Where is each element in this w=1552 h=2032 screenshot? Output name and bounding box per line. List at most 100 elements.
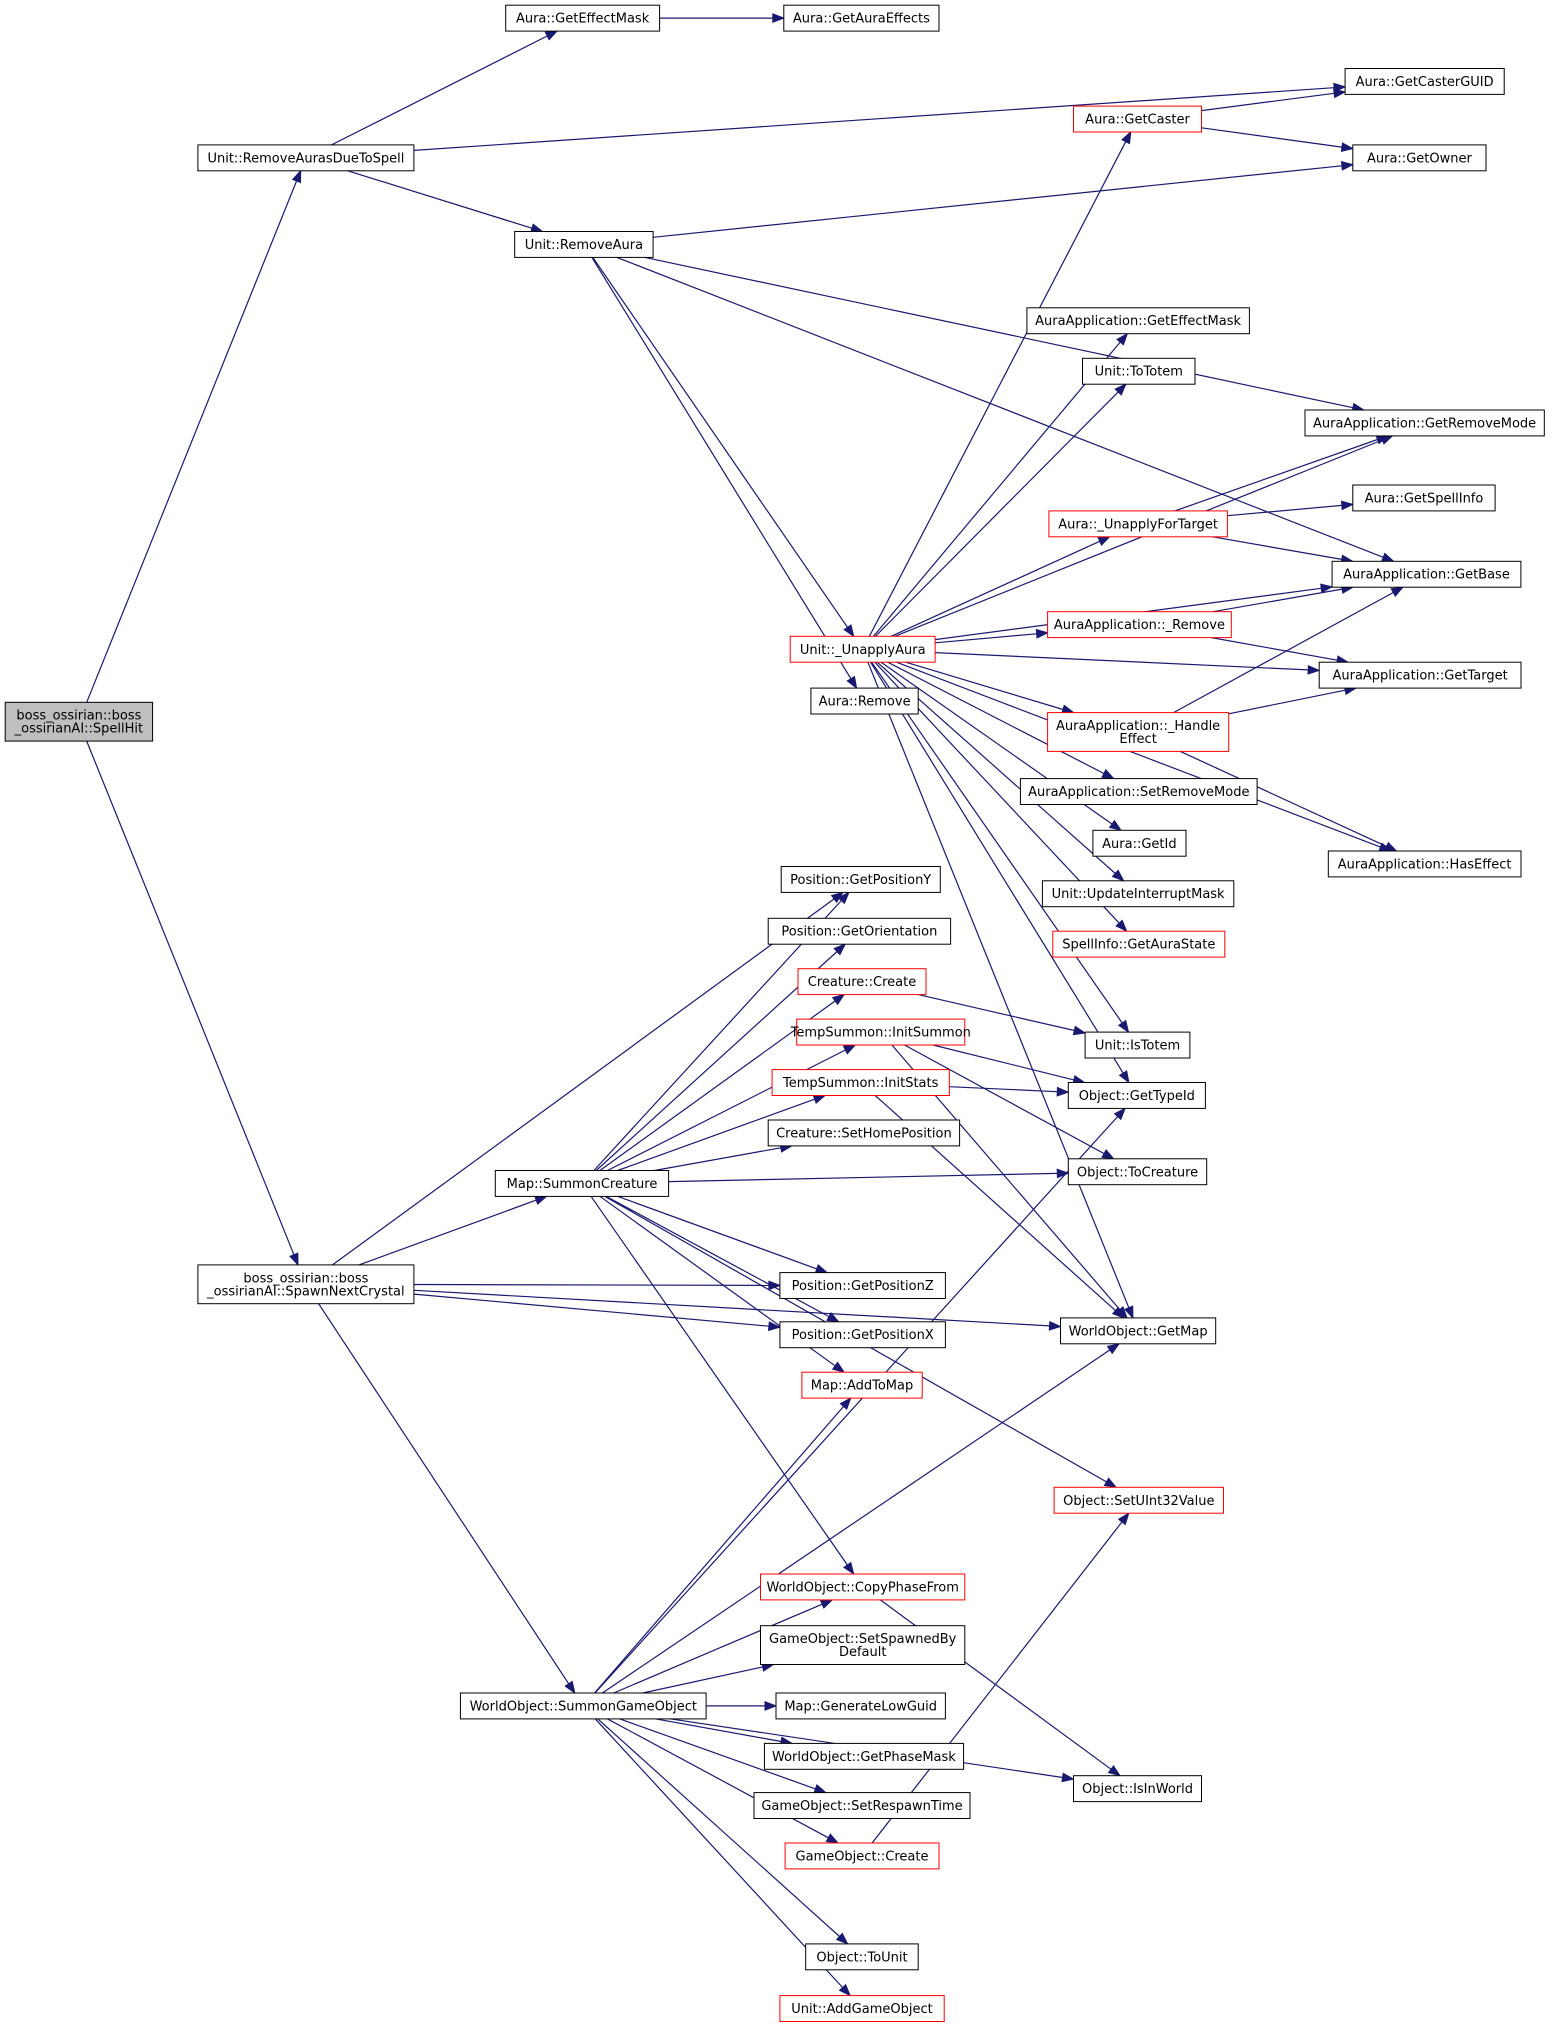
arrowhead-icon: [813, 1784, 828, 1794]
graph-node-object-tocreature[interactable]: Object::ToCreature: [1067, 1158, 1208, 1186]
node-box: [1048, 510, 1228, 538]
graph-node-tempsummon-initsummon[interactable]: TempSummon::InitSummon: [790, 1018, 971, 1046]
graph-node-position-getpositionx[interactable]: Position::GetPositionX: [779, 1321, 946, 1349]
graph-node-object-isinworld[interactable]: Object::IsInWorld: [1073, 1775, 1202, 1803]
graph-node-worldobject-summongameobject[interactable]: WorldObject::SummonGameObject: [459, 1692, 707, 1720]
graph-node-aura-geteffectmask[interactable]: Aura::GetEffectMask: [505, 4, 661, 32]
call-edge-line: [592, 257, 848, 628]
node-box: [805, 1943, 919, 1971]
graph-node-position-getorientation[interactable]: Position::GetOrientation: [767, 917, 952, 945]
call-edge-line: [905, 661, 1064, 711]
node-label: AuraApplication::GetTarget: [1332, 669, 1507, 684]
arrowhead-icon: [1101, 1149, 1115, 1160]
call-edge: [602, 1343, 1121, 1694]
arrowhead-icon: [812, 1094, 827, 1104]
arrowhead-icon: [1320, 583, 1334, 594]
graph-node-aura-getowner[interactable]: Aura::GetOwner: [1352, 144, 1487, 172]
graph-node-auraapp-haseffect[interactable]: AuraApplication::HasEffect: [1327, 850, 1522, 878]
node-label: Unit::ToTotem: [1095, 365, 1183, 380]
node-label: Unit::UpdateInterruptMask: [1052, 887, 1225, 902]
arrowhead-icon: [843, 1561, 855, 1576]
graph-node-auraapp-geteffectmask[interactable]: AuraApplication::GetEffectMask: [1026, 307, 1250, 335]
arrowhead-icon: [838, 1983, 852, 1997]
graph-node-creature-sethomeposition[interactable]: Creature::SetHomePosition: [767, 1119, 961, 1147]
node-label: Aura::GetOwner: [1367, 151, 1472, 166]
node-label: Aura::GetSpellInfo: [1365, 491, 1484, 506]
graph-node-aura-getauraeffects[interactable]: Aura::GetAuraEffects: [783, 4, 940, 32]
graph-node-creature-create[interactable]: Creature::Create: [797, 968, 927, 996]
node-box: [1082, 357, 1196, 385]
arrowhead-icon: [1108, 819, 1123, 832]
graph-node-aura-remove[interactable]: Aura::Remove: [810, 687, 919, 715]
graph-node-aura-getid[interactable]: Aura::GetId: [1092, 829, 1187, 857]
graph-node-spawnnextcrystal[interactable]: boss_ossirian::boss_ossirianAI::SpawnNex…: [197, 1264, 415, 1305]
node-box: [1318, 661, 1522, 689]
graph-node-aura-getspellinfo[interactable]: Aura::GetSpellInfo: [1352, 484, 1496, 512]
graph-node-unit-updateinterruptmask[interactable]: Unit::UpdateInterruptMask: [1041, 880, 1235, 908]
graph-node-unit-addgameobject[interactable]: Unit::AddGameObject: [779, 1995, 945, 2022]
node-label: Creature::Create: [808, 975, 916, 990]
node-label: Aura::GetEffectMask: [516, 12, 650, 27]
graph-node-unit-tototem[interactable]: Unit::ToTotem: [1082, 357, 1196, 385]
arrowhead-icon: [1384, 841, 1398, 852]
call-edge-line: [595, 951, 838, 1171]
graph-node-auraapp-getremovemode[interactable]: AuraApplication::GetRemoveMode: [1304, 409, 1545, 437]
node-layer: boss_ossirian::boss_ossirianAI::SpellHit…: [4, 4, 1545, 2022]
node-box: [797, 968, 927, 996]
graph-node-removeaurasduetospell[interactable]: Unit::RemoveAurasDueToSpell: [197, 144, 415, 172]
graph-node-auraapp-gettarget[interactable]: AuraApplication::GetTarget: [1318, 661, 1522, 689]
graph-node-auraapp-getbase[interactable]: AuraApplication::GetBase: [1331, 560, 1522, 588]
call-edge: [595, 943, 847, 1171]
graph-node-aura-getcaster[interactable]: Aura::GetCaster: [1073, 105, 1202, 133]
call-edge-line: [358, 1199, 537, 1266]
graph-node-object-tounit[interactable]: Object::ToUnit: [805, 1943, 919, 1971]
graph-node-unit-istotem[interactable]: Unit::IsTotem: [1084, 1031, 1191, 1059]
graph-node-spellinfo-getaurastate[interactable]: SpellInfo::GetAuraState: [1052, 930, 1226, 958]
graph-node-worldobject-copyphasefrom[interactable]: WorldObject::CopyPhaseFrom: [760, 1573, 966, 1601]
node-label: AuraApplication::GetBase: [1343, 568, 1510, 583]
call-edge: [655, 1718, 794, 1747]
graph-node-worldobject-getphasemask[interactable]: WorldObject::GetPhaseMask: [763, 1742, 965, 1770]
node-label: GameObject::SetRespawnTime: [761, 1799, 962, 1814]
call-edge-line: [949, 1086, 1058, 1093]
graph-node-map-addtomap[interactable]: Map::AddToMap: [801, 1371, 923, 1399]
arrowhead-icon: [842, 1044, 857, 1055]
node-label: Map::SummonCreature: [507, 1177, 658, 1192]
graph-node-object-setuint32value[interactable]: Object::SetUInt32Value: [1053, 1486, 1224, 1514]
graph-node-worldobject-getmap[interactable]: WorldObject::GetMap: [1060, 1317, 1217, 1345]
arrowhead-icon: [1056, 1086, 1070, 1097]
graph-node-map-summoncreature[interactable]: Map::SummonCreature: [494, 1170, 670, 1197]
graph-node-position-getpositionz[interactable]: Position::GetPositionZ: [779, 1272, 946, 1299]
node-label: TempSummon::InitStats: [782, 1076, 939, 1091]
node-box: [771, 1069, 950, 1096]
graph-node-gameobject-setrespawntime[interactable]: GameObject::SetRespawnTime: [753, 1792, 971, 1819]
edge-layer: [86, 13, 1405, 1997]
graph-node-auraapp-setremovemode[interactable]: AuraApplication::SetRemoveMode: [1019, 778, 1258, 805]
graph-node-gameobject-create[interactable]: GameObject::Create: [784, 1842, 940, 1870]
node-box: [1073, 1775, 1202, 1803]
graph-node-object-gettypeid[interactable]: Object::GetTypeId: [1067, 1082, 1206, 1109]
call-edge: [86, 169, 302, 703]
graph-node-position-getpositiony[interactable]: Position::GetPositionY: [780, 866, 941, 893]
graph-node-unit-removeaura[interactable]: Unit::RemoveAura: [514, 231, 654, 258]
arrowhead-icon: [1103, 1477, 1118, 1488]
graph-node-unit-unapplyaura[interactable]: Unit::_UnapplyAura: [789, 635, 936, 663]
node-label: Aura::GetId: [1102, 837, 1176, 852]
call-edge-line: [644, 256, 1354, 409]
call-edge: [86, 740, 299, 1267]
arrowhead-icon: [819, 1599, 834, 1609]
graph-node-spellhit: boss_ossirian::boss_ossirianAI::SpellHit: [4, 701, 154, 742]
graph-node-tempsummon-initstats[interactable]: TempSummon::InitStats: [771, 1069, 950, 1096]
call-edge-line: [867, 661, 1130, 1308]
arrowhead-icon: [1072, 1025, 1087, 1036]
call-edge-line: [413, 1289, 1050, 1327]
graph-node-aura-getcasterguid[interactable]: Aura::GetCasterGUID: [1344, 68, 1505, 95]
graph-node-aura-unapplyfortarget[interactable]: Aura::_UnapplyForTarget: [1048, 510, 1228, 538]
node-label: Aura::GetCaster: [1085, 113, 1190, 128]
call-edge-line: [1211, 536, 1342, 560]
graph-node-map-generatelowguid[interactable]: Map::GenerateLowGuid: [775, 1692, 946, 1720]
graph-node-auraapp-remove[interactable]: AuraApplication::_Remove: [1047, 611, 1232, 639]
